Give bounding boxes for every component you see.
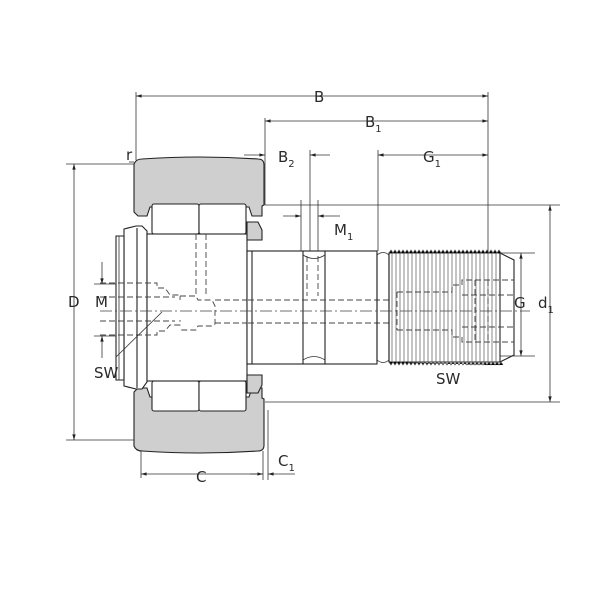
dimension-lines <box>66 92 560 480</box>
label-D: D <box>68 293 80 311</box>
label-B1: B1 <box>365 113 382 135</box>
dimension-labels: B B1 B2 G1 M1 r D M G d1 C C1 SW SW <box>68 88 554 486</box>
label-B: B <box>314 88 324 106</box>
label-M: M <box>95 293 108 311</box>
label-d1: d1 <box>538 294 554 316</box>
side-washer <box>115 225 148 390</box>
label-M1: M1 <box>334 221 353 243</box>
label-C1: C1 <box>278 452 295 474</box>
label-r: r <box>126 146 133 164</box>
label-SW-stud: SW <box>436 370 461 388</box>
stud-head <box>100 221 263 394</box>
label-C: C <box>196 468 206 486</box>
label-SW-head: SW <box>94 364 119 382</box>
label-G1: G1 <box>423 148 441 170</box>
label-B2: B2 <box>278 148 295 170</box>
threaded-stud <box>388 249 515 366</box>
stud-shaft <box>246 250 390 365</box>
label-G: G <box>514 294 526 312</box>
